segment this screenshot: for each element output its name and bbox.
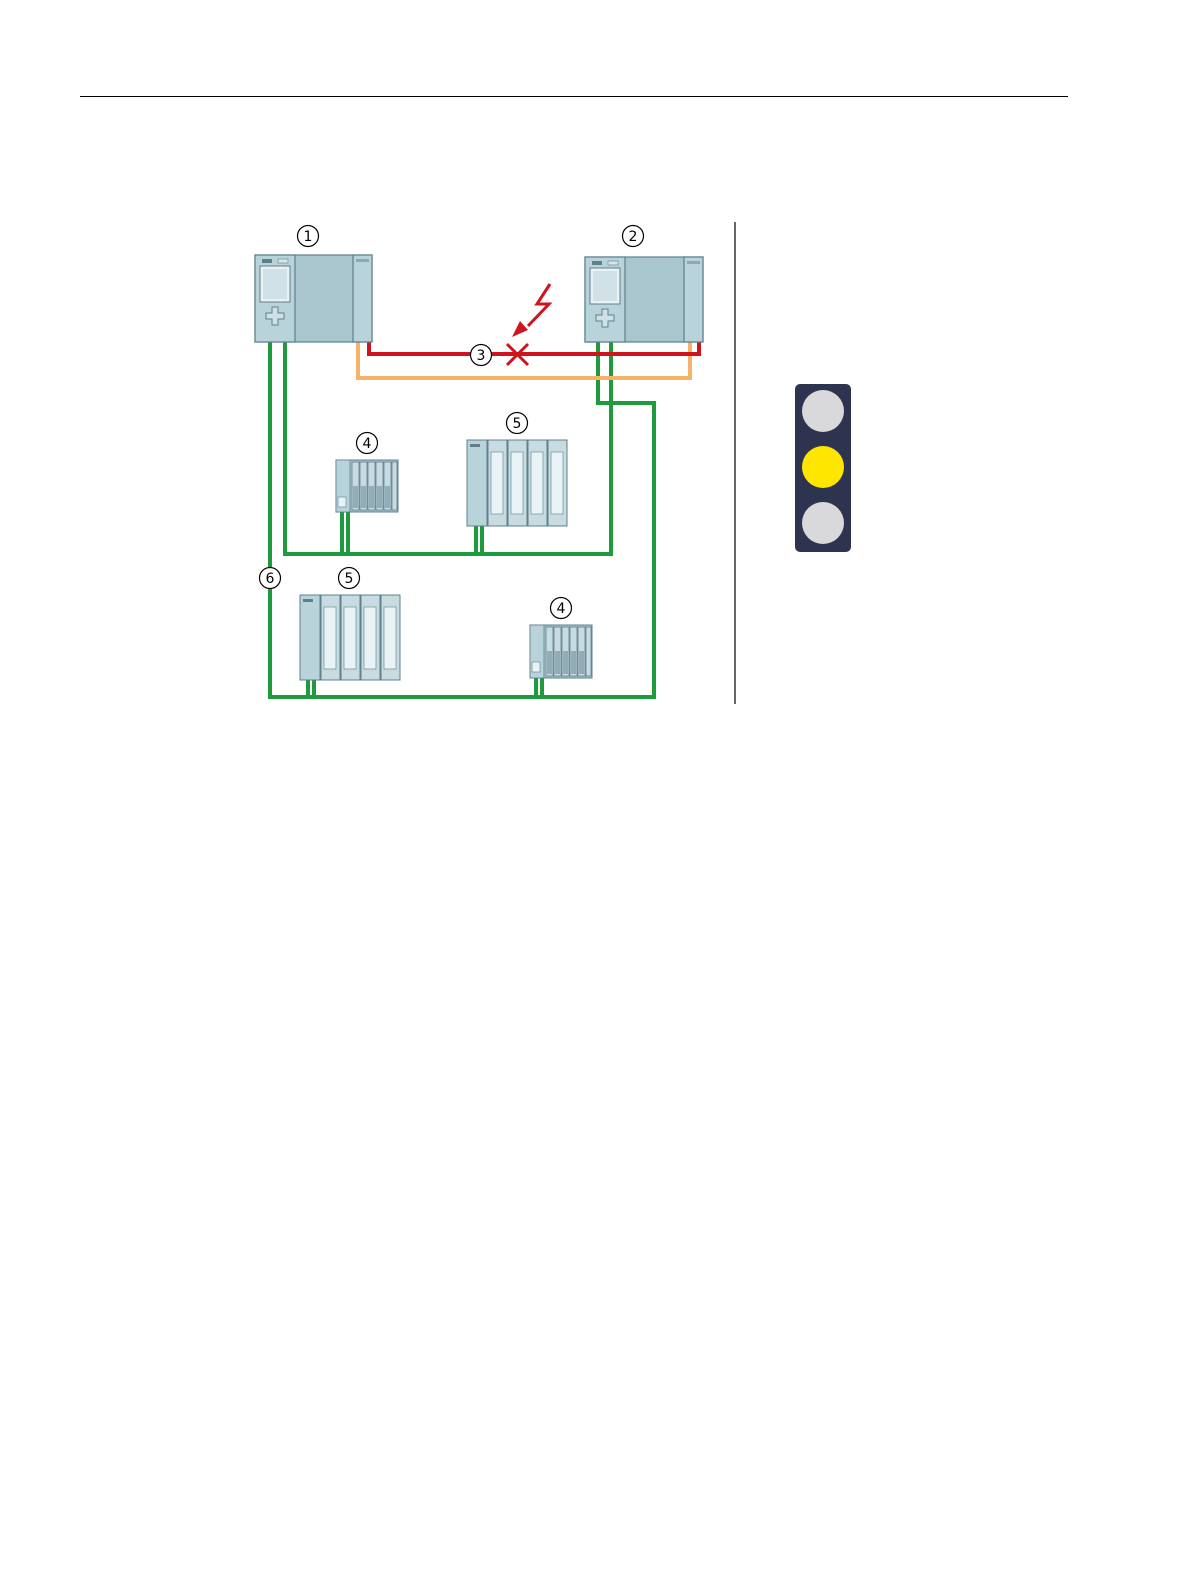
svg-text:3: 3: [477, 348, 486, 364]
callout-5-lower: 5: [339, 568, 360, 589]
svg-text:4: 4: [557, 601, 566, 617]
svg-text:2: 2: [629, 229, 638, 245]
cpu-backup: [585, 257, 703, 342]
callout-3: 3: [471, 345, 492, 366]
svg-text:1: 1: [304, 229, 313, 245]
et200mp-lower: [300, 595, 400, 680]
sync-link-failed: [369, 342, 699, 354]
callout-4-upper: 4: [357, 433, 378, 454]
et200sp-lower: [530, 625, 592, 678]
callout-5-upper: 5: [507, 413, 528, 434]
traffic-light-bottom-lamp: [802, 502, 844, 544]
traffic-light: [795, 384, 851, 552]
et200mp-upper: [467, 440, 567, 526]
lightning-icon: [512, 284, 550, 337]
callout-6: 6: [260, 568, 281, 589]
svg-text:5: 5: [513, 416, 522, 432]
callout-1: 1: [298, 226, 319, 247]
svg-text:4: 4: [363, 436, 372, 452]
traffic-light-middle-lamp: [802, 446, 844, 488]
callout-2: 2: [623, 226, 644, 247]
et200sp-upper: [336, 460, 398, 512]
svg-text:6: 6: [266, 571, 275, 587]
traffic-light-top-lamp: [802, 390, 844, 432]
cpu-primary: [255, 255, 372, 342]
svg-text:5: 5: [345, 571, 354, 587]
callout-4-lower: 4: [551, 598, 572, 619]
